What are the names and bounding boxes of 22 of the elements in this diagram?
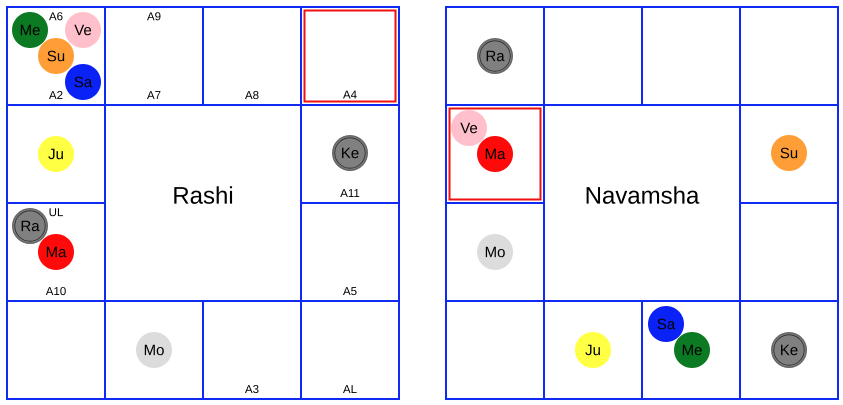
house-cell: AL (300, 300, 400, 400)
highlight-frame: A4 (304, 10, 396, 102)
house-cell (641, 6, 741, 106)
house-cell: A8 (202, 6, 302, 106)
house-cell (445, 202, 545, 302)
house-cell (739, 300, 839, 400)
house-cell (6, 300, 106, 400)
house-cell (641, 300, 741, 400)
house-cell (739, 104, 839, 204)
house-cell: A3 (202, 300, 302, 400)
house-cell (739, 202, 839, 302)
house-cell: A9 A7 (104, 6, 204, 106)
house-cell (445, 6, 545, 106)
house-cell (445, 300, 545, 400)
house-cell: A5 (300, 202, 400, 302)
house-cell (739, 6, 839, 106)
center-box: Rashi (104, 104, 302, 302)
house-cell (104, 300, 204, 400)
house-cell (543, 300, 643, 400)
center-box: Navamsha (543, 104, 741, 302)
house-cell (543, 6, 643, 106)
house-cell (6, 104, 106, 204)
